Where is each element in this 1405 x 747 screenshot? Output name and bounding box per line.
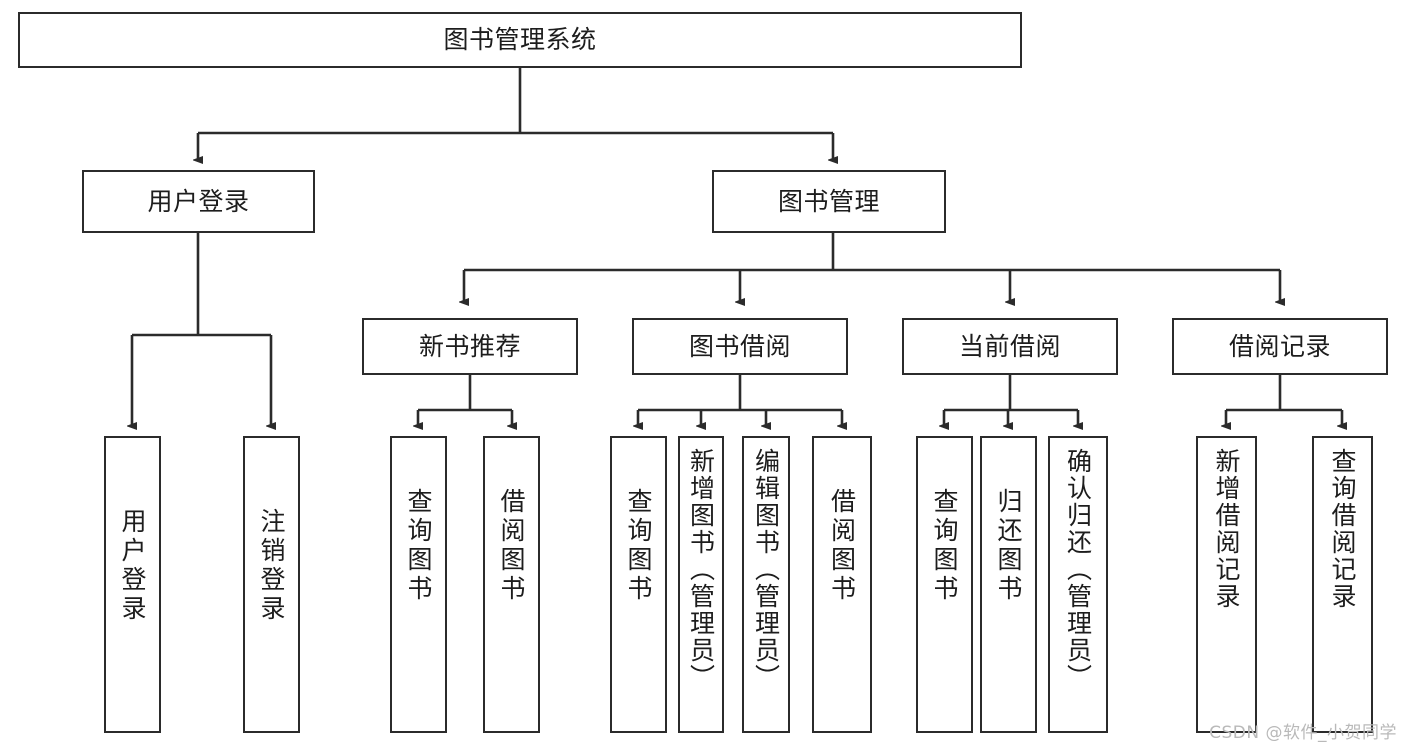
node-label: 查询图书 [930, 488, 959, 604]
node-leaf-edit-book-admin[interactable]: 编辑图书（管理员） [742, 436, 790, 733]
node-label: 图书管理系统 [443, 25, 597, 55]
node-leaf-add-book-admin[interactable]: 新增图书（管理员） [678, 436, 724, 733]
node-label: 查询图书 [624, 488, 653, 604]
node-book-borrow[interactable]: 图书借阅 [632, 318, 848, 375]
node-leaf-add-borrow-record[interactable]: 新增借阅记录 [1196, 436, 1257, 733]
node-leaf-user-login[interactable]: 用户登录 [104, 436, 161, 733]
node-borrow-record[interactable]: 借阅记录 [1172, 318, 1388, 375]
node-label: 新书推荐 [418, 331, 521, 361]
node-leaf-confirm-return-admin[interactable]: 确认归还（管理员） [1048, 436, 1108, 733]
node-label: 编辑图书（管理员） [751, 448, 781, 691]
node-label: 查询图书 [404, 488, 433, 604]
node-new-book-recommend[interactable]: 新书推荐 [362, 318, 578, 375]
node-leaf-query-book-2[interactable]: 查询图书 [610, 436, 667, 733]
csdn-watermark: CSDN @软件_小贺同学 [1209, 723, 1397, 743]
node-label: 图书借阅 [688, 331, 791, 361]
node-label: 借阅图书 [827, 488, 857, 604]
node-leaf-return-book[interactable]: 归还图书 [980, 436, 1037, 733]
node-label: 借阅图书 [497, 488, 526, 604]
node-label: 查询借阅记录 [1328, 448, 1357, 610]
node-current-borrow[interactable]: 当前借阅 [902, 318, 1118, 375]
node-label: 当前借阅 [958, 331, 1061, 361]
node-label: 借阅记录 [1228, 331, 1331, 361]
node-leaf-query-book-1[interactable]: 查询图书 [390, 436, 447, 733]
node-label: 用户登录 [147, 186, 250, 216]
node-leaf-borrow-book-1[interactable]: 借阅图书 [483, 436, 540, 733]
node-label: 图书管理 [777, 186, 880, 216]
node-leaf-logout-login[interactable]: 注销登录 [243, 436, 300, 733]
node-label: 新增图书（管理员） [686, 448, 716, 691]
node-label: 确认归还（管理员） [1063, 448, 1093, 691]
node-label: 归还图书 [994, 488, 1023, 604]
node-leaf-query-book-3[interactable]: 查询图书 [916, 436, 973, 733]
node-label: 注销登录 [257, 508, 286, 624]
node-leaf-query-borrow-record[interactable]: 查询借阅记录 [1312, 436, 1373, 733]
node-label: 用户登录 [118, 508, 147, 624]
node-book-management[interactable]: 图书管理 [712, 170, 946, 233]
node-leaf-borrow-book-2[interactable]: 借阅图书 [812, 436, 872, 733]
node-root-system[interactable]: 图书管理系统 [18, 12, 1022, 68]
node-user-login[interactable]: 用户登录 [82, 170, 315, 233]
node-label: 新增借阅记录 [1212, 448, 1241, 610]
